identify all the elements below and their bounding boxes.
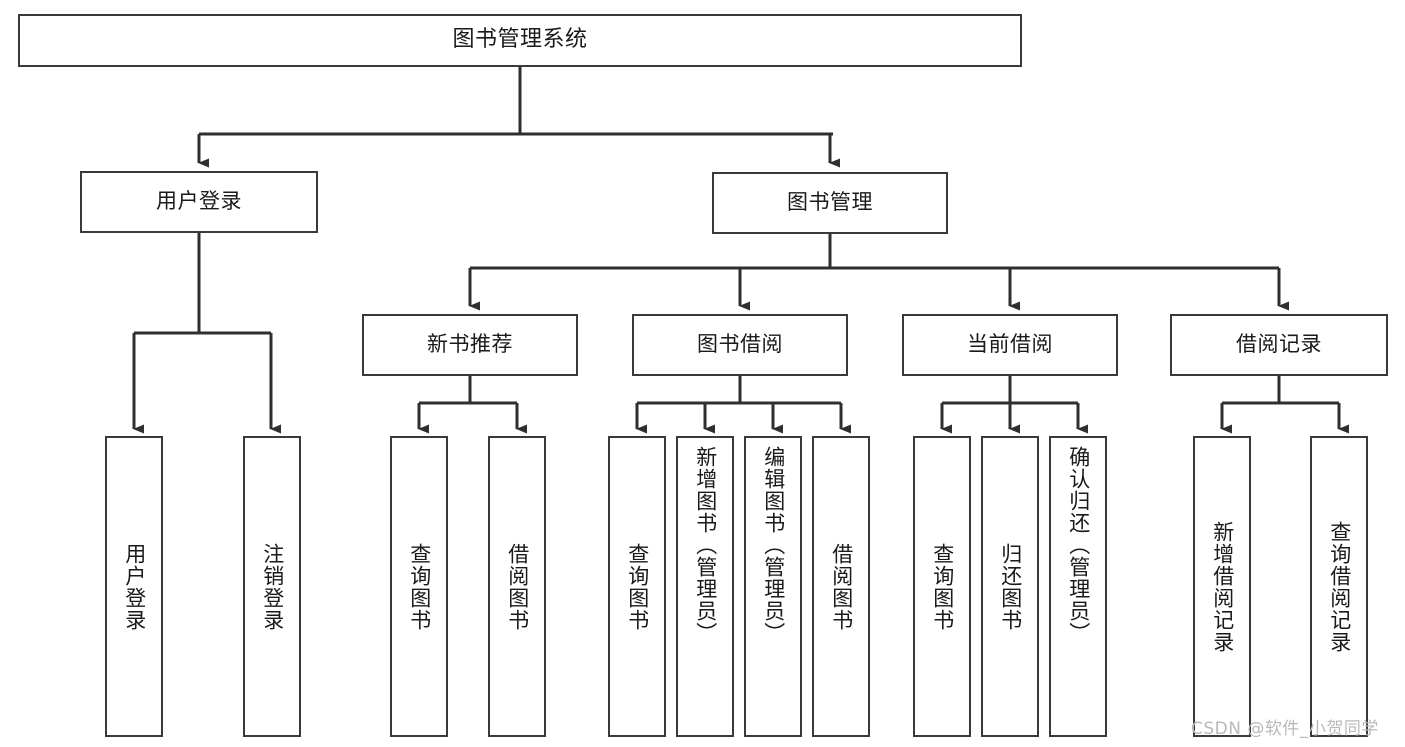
node-label: 新增借阅记录 [1210,520,1235,653]
node-label: 查询借阅记录 [1327,520,1352,653]
node-new-book-recommend[interactable]: 新书推荐 [362,314,578,376]
node-label: 归还图书 [998,542,1023,631]
node-root-book-management-system[interactable]: 图书管理系统 [18,14,1022,67]
node-label: 图书管理系统 [452,27,588,53]
node-label: 确认归还（管理员） [1066,446,1091,644]
node-label: 注销登录 [260,542,285,631]
node-leaf-user-login[interactable]: 用户登录 [105,436,163,737]
node-label: 用户登录 [122,542,147,631]
node-leaf-query-record[interactable]: 查询借阅记录 [1310,436,1368,737]
node-leaf-edit-book[interactable]: 编辑图书（管理员） [744,436,802,737]
node-label: 新书推荐 [427,332,513,357]
node-label: 查询图书 [625,542,650,631]
node-label: 编辑图书（管理员） [761,446,786,644]
node-leaf-return-book[interactable]: 归还图书 [981,436,1039,737]
node-book-borrow[interactable]: 图书借阅 [632,314,848,376]
node-label: 当前借阅 [967,332,1053,357]
node-label: 查询图书 [930,542,955,631]
node-label: 用户登录 [156,189,242,214]
node-label: 查询图书 [407,542,432,631]
node-leaf-query-book-1[interactable]: 查询图书 [390,436,448,737]
node-label: 借阅图书 [829,542,854,631]
node-borrow-record[interactable]: 借阅记录 [1170,314,1388,376]
node-leaf-borrow-book-2[interactable]: 借阅图书 [812,436,870,737]
node-leaf-confirm-return[interactable]: 确认归还（管理员） [1049,436,1107,737]
csdn-watermark: CSDN @软件_小贺同学 [1191,719,1379,739]
node-current-borrow[interactable]: 当前借阅 [902,314,1118,376]
node-user-login[interactable]: 用户登录 [80,171,318,233]
node-leaf-borrow-book-1[interactable]: 借阅图书 [488,436,546,737]
node-leaf-query-book-2[interactable]: 查询图书 [608,436,666,737]
node-label: 新增图书（管理员） [693,446,718,644]
node-leaf-logout-login[interactable]: 注销登录 [243,436,301,737]
node-book-management[interactable]: 图书管理 [712,172,948,234]
node-label: 图书借阅 [697,332,783,357]
node-label: 借阅记录 [1236,332,1322,357]
node-leaf-query-book-3[interactable]: 查询图书 [913,436,971,737]
node-leaf-add-record[interactable]: 新增借阅记录 [1193,436,1251,737]
node-label: 借阅图书 [505,542,530,631]
node-label: 图书管理 [787,190,873,215]
node-leaf-add-book[interactable]: 新增图书（管理员） [676,436,734,737]
